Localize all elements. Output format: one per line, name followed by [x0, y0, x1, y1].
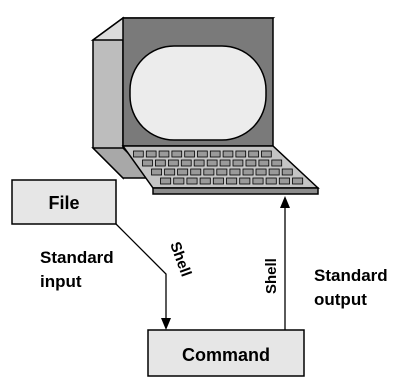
keyboard-key	[235, 150, 247, 158]
standard-input-label-line1: Standard	[40, 248, 114, 267]
keyboard-key	[151, 168, 163, 176]
keyboard-keys	[133, 150, 304, 185]
keyboard-key	[222, 150, 234, 158]
keyboard-key	[271, 159, 283, 167]
keyboard-key	[242, 168, 254, 176]
standard-output-label-line1: Standard	[314, 266, 388, 285]
keyboard-key	[278, 177, 290, 185]
keyboard-key	[268, 168, 280, 176]
keyboard-key	[203, 168, 215, 176]
keyboard-key	[252, 177, 264, 185]
keyboard-key	[184, 150, 195, 158]
keyboard-key	[177, 168, 189, 176]
keyboard-key	[154, 159, 166, 167]
keyboard-key	[212, 177, 224, 185]
keyboard-key	[232, 159, 244, 167]
keyboard-key	[281, 168, 293, 176]
keyboard-key	[171, 150, 183, 158]
keyboard-key	[292, 177, 304, 185]
keyboard-key	[255, 168, 267, 176]
keyboard-front-edge	[152, 187, 319, 195]
standard-output-label-line2: output	[314, 290, 367, 309]
file-box: File	[11, 179, 117, 225]
keyboard-key	[206, 159, 218, 167]
standard-input-label-line2: input	[40, 272, 82, 291]
keyboard-key	[216, 168, 228, 176]
input-shell-label: Shell	[166, 240, 194, 280]
keyboard-key	[190, 168, 202, 176]
file-box-label: File	[48, 193, 79, 213]
keyboard-key	[193, 159, 205, 167]
standard-output-arrowhead	[280, 196, 290, 208]
output-shell-label: Shell	[263, 258, 280, 294]
keyboard-key	[248, 150, 259, 158]
standard-input-arrow	[115, 223, 171, 330]
keyboard-key	[229, 168, 241, 176]
keyboard-key	[209, 150, 221, 158]
keyboard-key	[145, 150, 157, 158]
keyboard-key	[186, 177, 198, 185]
standard-output-arrow	[280, 196, 290, 330]
keyboard-key	[239, 177, 251, 185]
keyboard-key	[180, 159, 192, 167]
keyboard-key	[167, 159, 179, 167]
keyboard-key	[226, 177, 238, 185]
command-box-label: Command	[182, 345, 270, 365]
keyboard-key	[158, 150, 170, 158]
command-box: Command	[147, 329, 305, 377]
keyboard-key	[261, 150, 272, 158]
keyboard-key	[160, 177, 172, 185]
standard-input-arrowhead	[161, 318, 171, 330]
keyboard-key	[245, 159, 257, 167]
keyboard-key	[219, 159, 231, 167]
keyboard-key	[133, 150, 144, 158]
keyboard-key	[265, 177, 277, 185]
keyboard-key	[173, 177, 185, 185]
keyboard-key	[197, 150, 208, 158]
keyboard-key	[142, 159, 153, 167]
keyboard-key	[164, 168, 176, 176]
keyboard-key	[258, 159, 270, 167]
keyboard-key	[199, 177, 211, 185]
computer-terminal-icon	[90, 16, 320, 195]
monitor-screen	[129, 45, 267, 141]
